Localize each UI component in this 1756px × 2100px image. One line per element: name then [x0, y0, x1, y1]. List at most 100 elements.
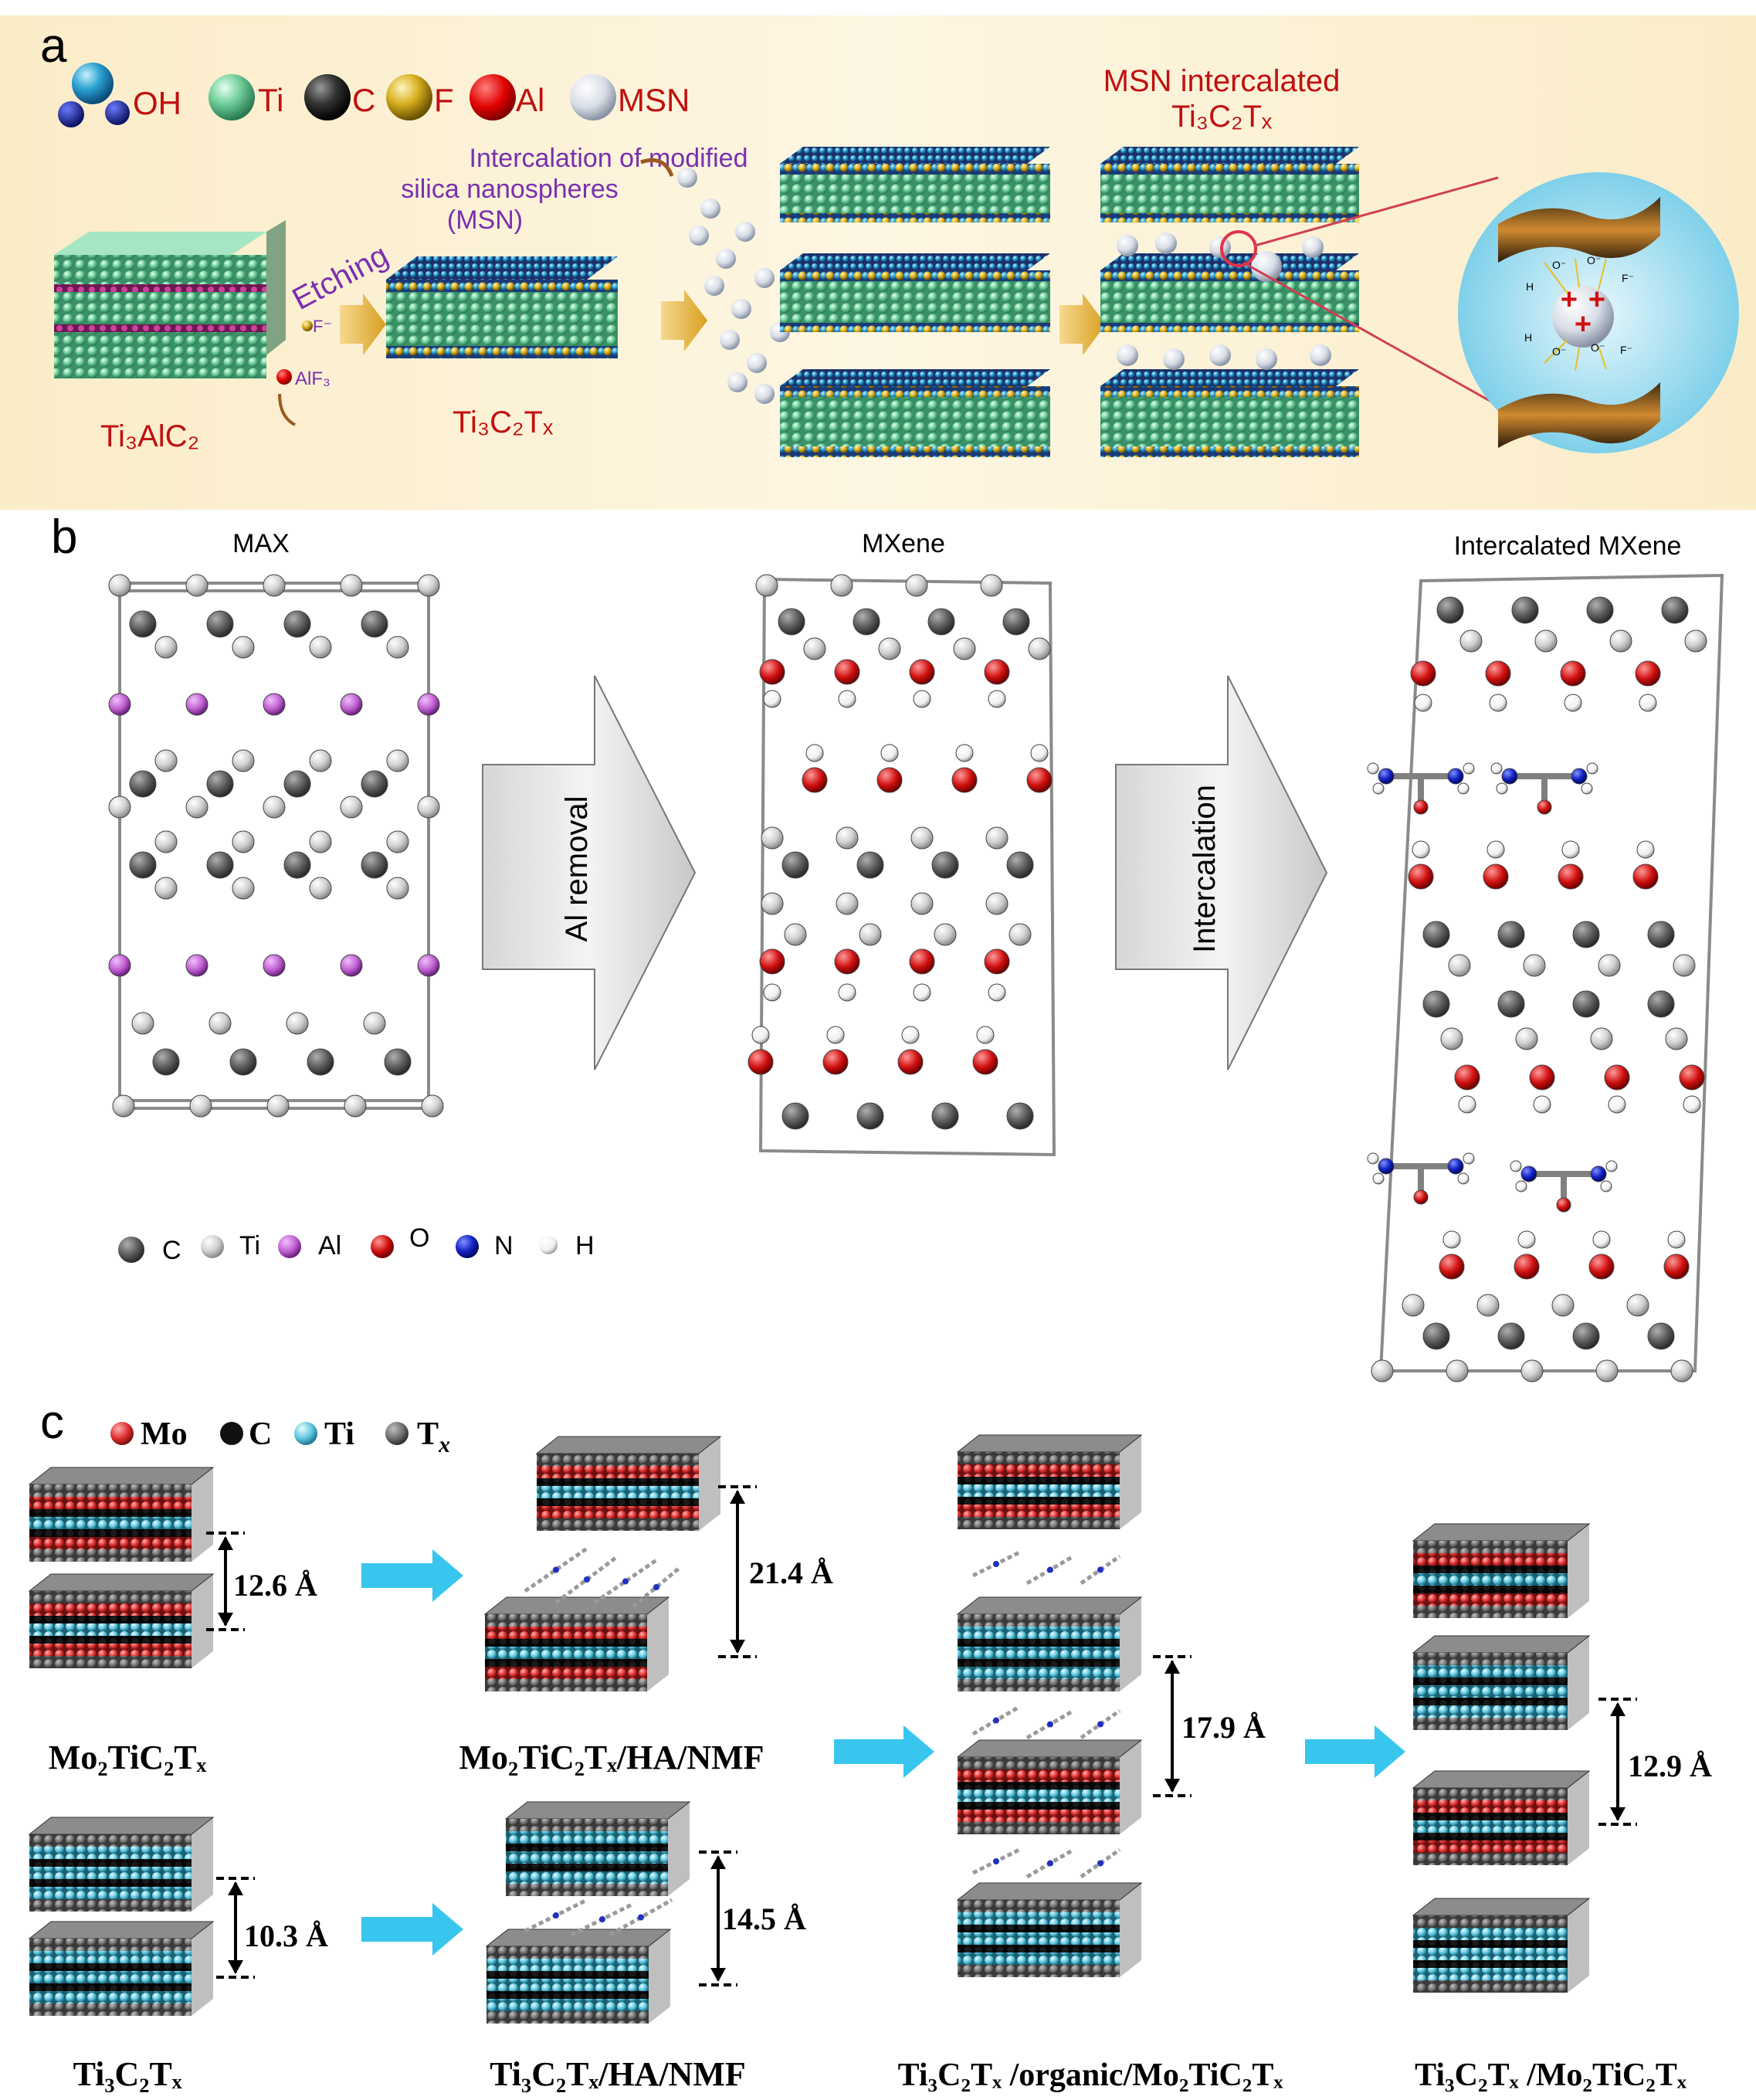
spacing-10-3: 10.3 Å [244, 1918, 328, 1953]
ti-atom [1670, 1359, 1693, 1382]
c-atom [1422, 921, 1450, 948]
legend-o-icon [371, 1235, 394, 1258]
o-atom [1454, 1064, 1480, 1091]
blue-layer [29, 1847, 192, 1859]
legend-b-n-label: N [494, 1231, 514, 1260]
slab-side-face [192, 1817, 213, 1912]
zoom-highlight-circle [1220, 230, 1257, 267]
intercalation-text-line1: Intercalation of modified [470, 144, 748, 173]
h-atom [1605, 1160, 1618, 1172]
o-atom [1413, 1189, 1429, 1205]
n-atom [1447, 768, 1464, 785]
cyan-arrow-2 [834, 1725, 934, 1778]
c-atom [1572, 1322, 1600, 1350]
ti-atom [154, 877, 178, 900]
ti-atom [108, 574, 131, 597]
grey-layer [29, 1656, 192, 1668]
ti-atom [1459, 629, 1483, 653]
red-layer [1413, 1553, 1568, 1566]
black-layer [506, 1844, 668, 1851]
h-atom [1367, 762, 1379, 775]
blue-layer [958, 1667, 1120, 1679]
f-icon [386, 74, 432, 120]
c-atom [206, 610, 234, 638]
c-atom [229, 1048, 257, 1076]
ti-atom [131, 1012, 154, 1035]
grey-layer [958, 1757, 1120, 1769]
h-atom [1636, 840, 1655, 859]
black-layer [958, 1497, 1120, 1505]
blue-layer [958, 1912, 1120, 1925]
legend-c2-label: C [249, 1416, 272, 1452]
red-layer [958, 1464, 1120, 1477]
c-atom [1497, 990, 1525, 1018]
inset-group-label-3: F⁻ [1622, 272, 1634, 284]
al-removal-label: Al removal [560, 796, 594, 942]
panel-c: c Mo C Ti Tx 12.6 Å 21.4 Å 17.9 Å 12.9 Å… [28, 1396, 1712, 2093]
blue-layer [958, 1647, 1120, 1659]
slab-top-face [956, 1882, 1143, 1901]
h-atom [838, 983, 856, 1002]
c-atom [1497, 921, 1525, 948]
slab-side-face [1568, 1771, 1589, 1865]
spacing-arrowhead [1164, 1779, 1180, 1793]
ti-atom [1595, 1359, 1619, 1382]
black-layer [29, 1879, 192, 1887]
tx-icon [385, 1422, 408, 1445]
nitrogen-atom [993, 1717, 999, 1724]
black-layer [1413, 1940, 1568, 1948]
o-atom [984, 659, 1010, 685]
black-layer [486, 1971, 649, 1979]
c-atom [1422, 990, 1450, 1018]
black-layer [29, 1529, 192, 1537]
h-atom [1564, 694, 1582, 712]
ti-atom [112, 1094, 135, 1118]
h-atom [1030, 744, 1049, 762]
grey-layer [29, 2003, 192, 2016]
spacing-arrowhead [1610, 1807, 1625, 1821]
ti-atom [232, 830, 255, 853]
slab-side-face [192, 1922, 213, 2016]
ti-atom [108, 796, 131, 819]
grey-layer [29, 1834, 192, 1847]
atom-layer-group [108, 574, 1707, 1382]
h-atom [763, 983, 781, 1002]
spacing-arrowhead [730, 1640, 745, 1654]
h-atom [1639, 694, 1657, 712]
grey-layer [485, 1679, 647, 1691]
spacing-12-6: 12.6 Å [233, 1568, 317, 1603]
legend-tx-sub: x [438, 1432, 450, 1457]
ti-atom [905, 574, 928, 597]
c-atom [853, 608, 880, 636]
legend-c-label: C [352, 82, 375, 118]
blue-layer [1413, 1685, 1568, 1698]
ti3alc2-label: Ti₃AlC₂ [100, 419, 199, 453]
h-atom [1517, 1230, 1536, 1249]
ti-atom [836, 892, 859, 915]
blue-layer [1413, 1665, 1568, 1678]
spacing-arrowhead [218, 1613, 233, 1627]
red-layer [958, 1505, 1120, 1517]
black-layer [29, 1859, 192, 1867]
cyan-arrow-3 [1305, 1725, 1405, 1778]
red-layer [29, 1537, 192, 1549]
al-atom [340, 954, 363, 977]
al-atom [417, 954, 440, 977]
ti-atom [878, 637, 901, 660]
h-atom [1510, 1160, 1522, 1172]
legend-oh-label: OH [133, 85, 181, 121]
ti-atom [784, 923, 807, 946]
h-atom [751, 1026, 770, 1044]
grey-layer [1413, 1718, 1568, 1730]
h-atom [1600, 1180, 1612, 1192]
spacing-arrowhead [228, 1960, 243, 1974]
legend-tx-main: T [417, 1416, 439, 1452]
ti-atom [232, 749, 255, 772]
grey-layer [486, 2011, 649, 2024]
inset-group-label-2: O⁻ [1587, 254, 1601, 266]
o-atom [802, 767, 828, 793]
ti-atom [1684, 629, 1707, 653]
blue-layer [958, 1790, 1120, 1802]
c-atom [931, 1102, 959, 1130]
ti-atom [910, 826, 934, 850]
